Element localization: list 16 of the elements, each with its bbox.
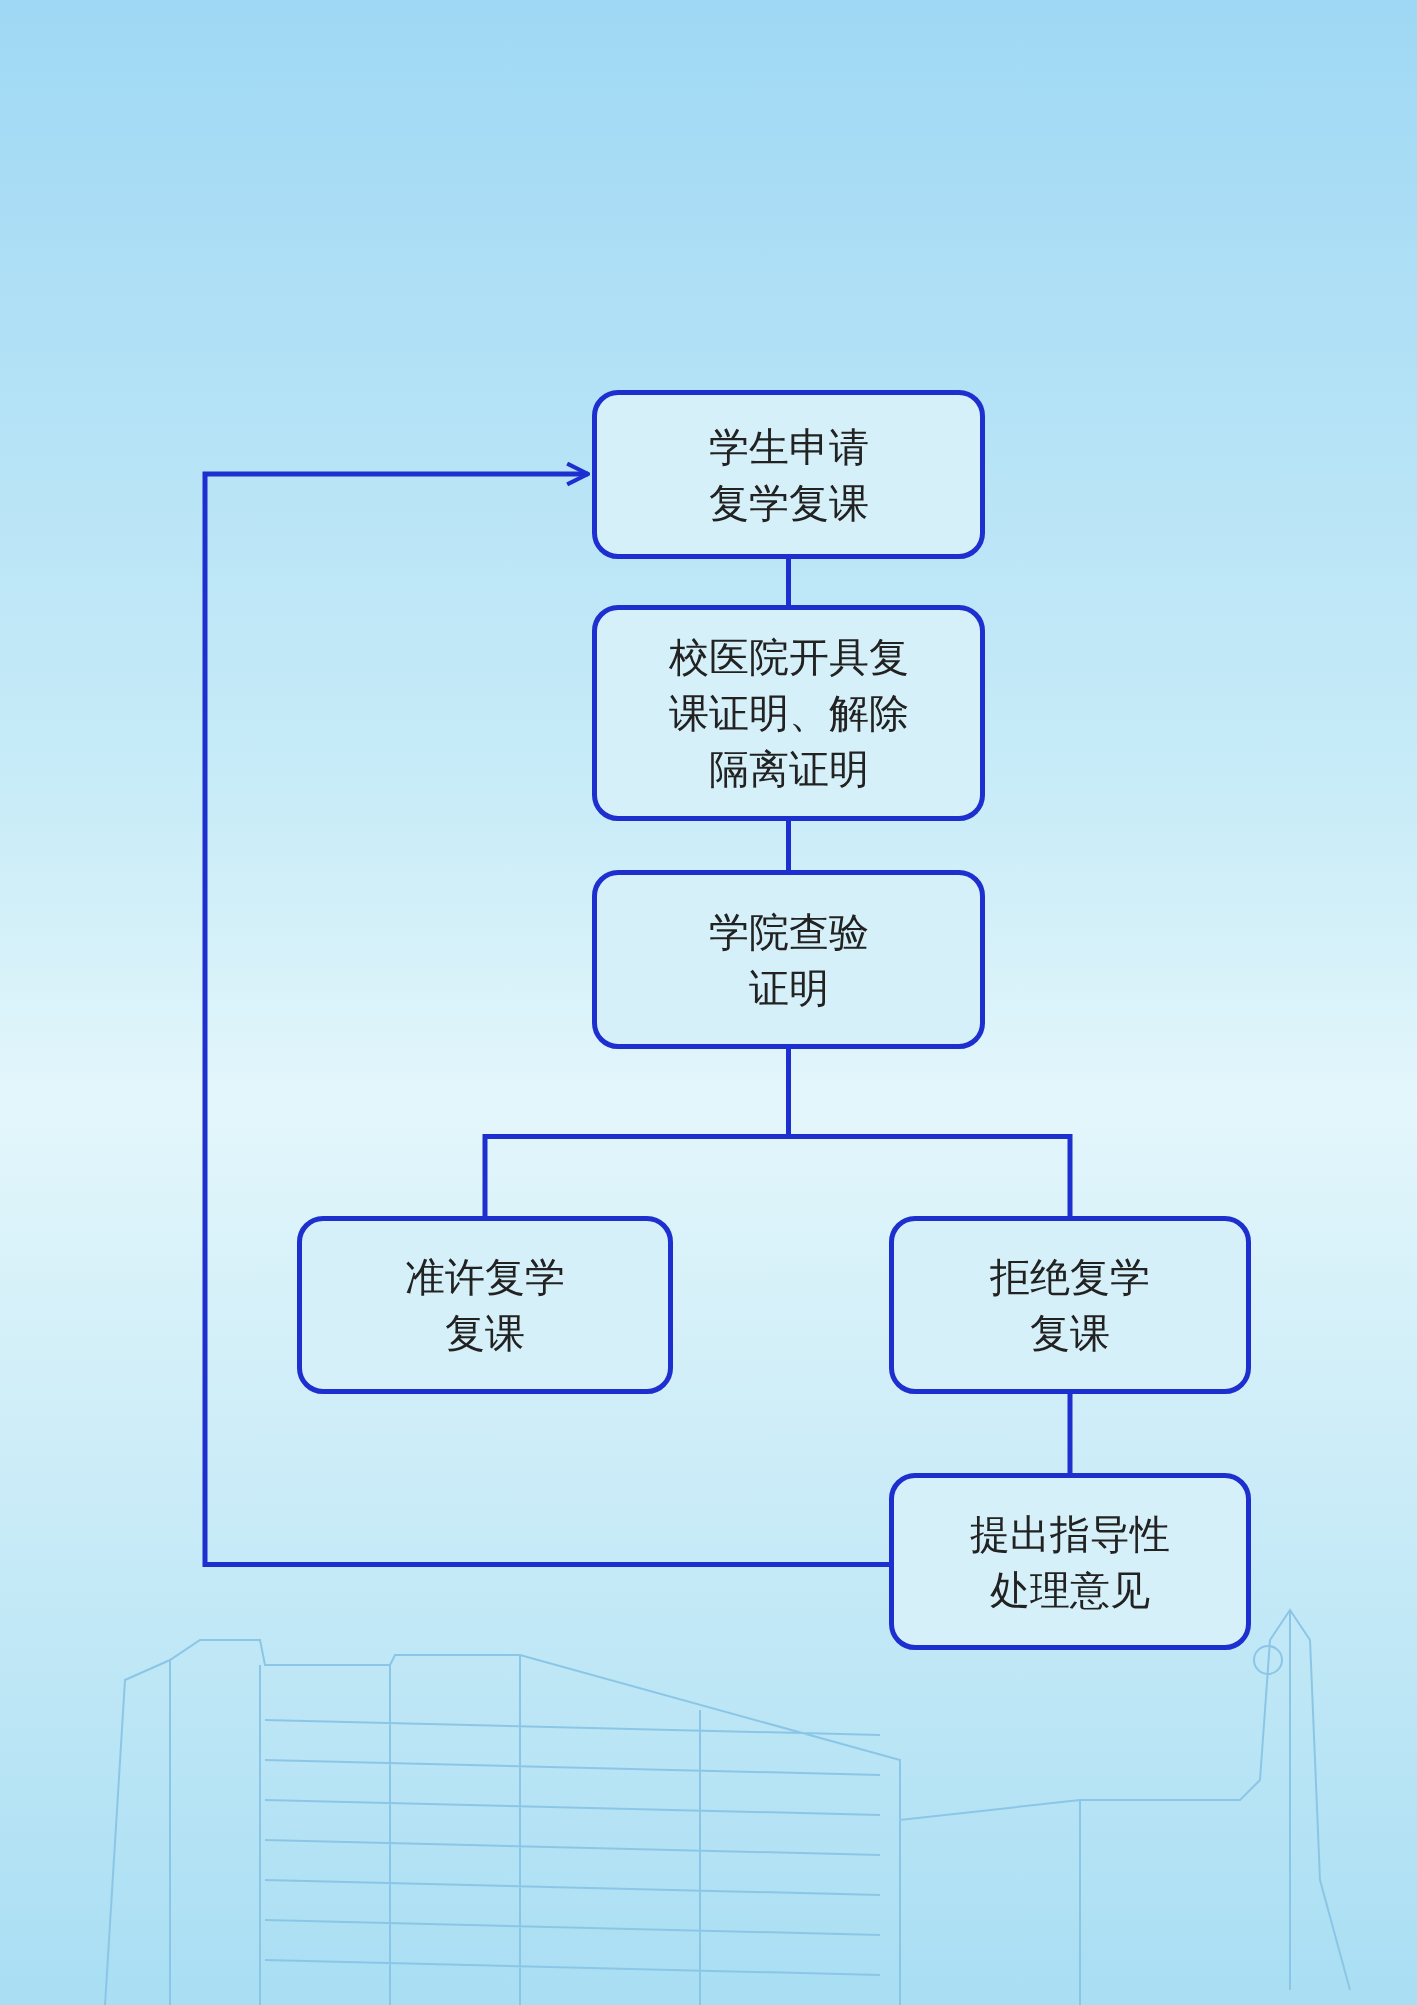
- step-text: 校医院开具复课证明、解除隔离证明: [667, 633, 910, 794]
- step-text: 准许复学复课: [404, 1253, 566, 1358]
- process-box: [592, 605, 985, 821]
- connector-line: [786, 821, 791, 870]
- process-box: [297, 1216, 673, 1394]
- step-text: 拒绝复学复课: [989, 1253, 1151, 1358]
- connector-line: [786, 559, 791, 605]
- process-box: [889, 1473, 1251, 1650]
- connector-line: [1067, 1394, 1073, 1473]
- process-box: [592, 870, 985, 1049]
- process-box: [592, 390, 985, 559]
- arrow: [202, 461, 889, 1567]
- process-box: [889, 1216, 1251, 1394]
- step-text: 提出指导性处理意见: [969, 1509, 1171, 1615]
- step-text: 学生申请复学复课: [707, 422, 870, 528]
- step-text: 学院查验证明: [707, 907, 870, 1013]
